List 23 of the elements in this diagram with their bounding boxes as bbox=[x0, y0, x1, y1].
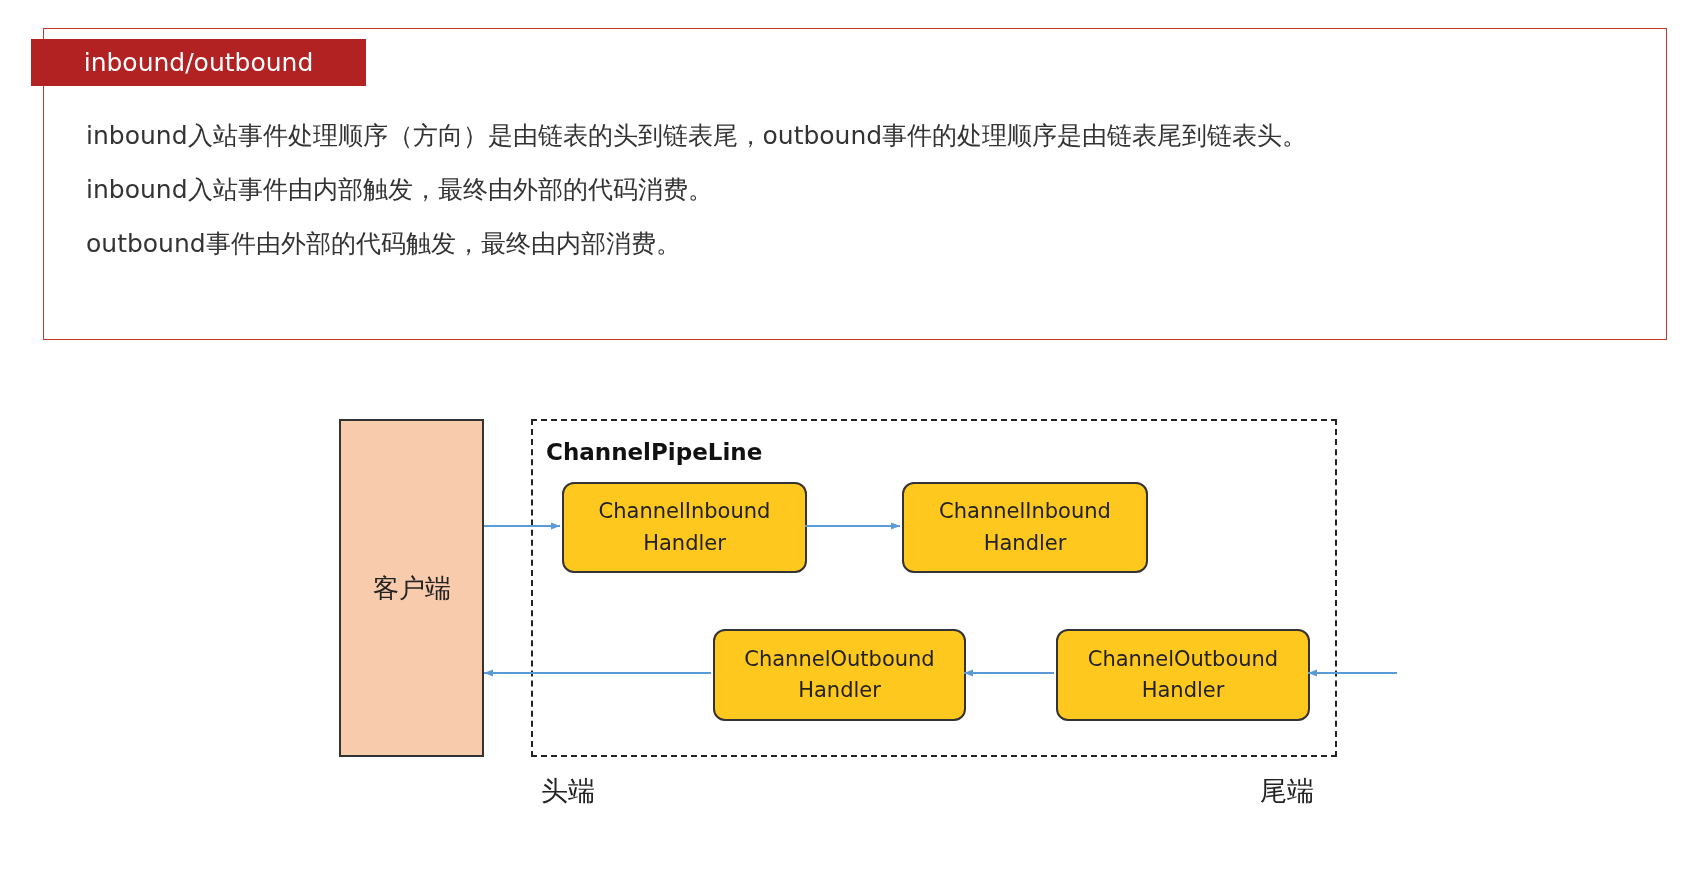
node-label: ChannelInbound Handler bbox=[597, 498, 772, 557]
arrow bbox=[483, 522, 561, 530]
text-line: outbound事件由外部的代码触发，最终由内部消费。 bbox=[86, 228, 681, 260]
end-label: 尾端 bbox=[1260, 774, 1314, 808]
arrow bbox=[804, 522, 901, 530]
handler-box bbox=[562, 482, 807, 573]
handler-box bbox=[1056, 629, 1310, 721]
node-label: ChannelOutbound Handler bbox=[1086, 645, 1280, 704]
text-line: inbound入站事件由内部触发，最终由外部的代码消费。 bbox=[86, 174, 713, 206]
client-box bbox=[339, 419, 484, 757]
pipeline-container bbox=[531, 419, 1337, 757]
container-title: ChannelPipeLine bbox=[546, 439, 763, 465]
arrow bbox=[483, 669, 712, 677]
node-label: 客户端 bbox=[372, 571, 451, 605]
node-label: ChannelOutbound Handler bbox=[743, 645, 936, 704]
end-label: 头端 bbox=[541, 774, 595, 808]
arrow bbox=[1307, 669, 1398, 677]
text-line: inbound入站事件处理顺序（方向）是由链表的头到链表尾，outbound事件的处理顺序是由链表尾到链表头。 bbox=[86, 120, 1308, 152]
arrow bbox=[963, 669, 1055, 677]
handler-box bbox=[902, 482, 1148, 573]
handler-box bbox=[713, 629, 966, 721]
section-tab: inbound/outbound bbox=[31, 39, 366, 86]
node-label: ChannelInbound Handler bbox=[938, 498, 1112, 557]
